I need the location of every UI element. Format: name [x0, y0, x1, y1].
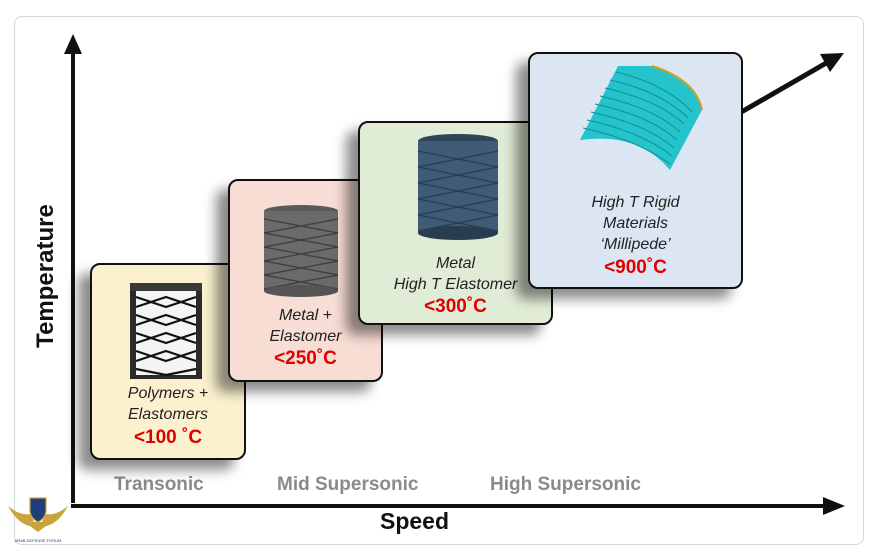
temperature-label: <900˚C — [604, 257, 667, 278]
x-axis-label: Speed — [380, 508, 450, 534]
card-caption-line: Metal — [435, 255, 476, 272]
temperature-label: <250˚C — [274, 348, 337, 369]
y-axis-label: Temperature — [32, 204, 59, 348]
trend-arrowhead — [820, 53, 844, 72]
polymer-seal-image — [130, 283, 202, 379]
metal-seal-image — [263, 205, 339, 297]
card-caption-line: Metal + — [279, 307, 332, 324]
x-axis-arrowhead — [823, 497, 845, 515]
eagle-shield-icon: ARAB DEFENSE FORUM — [8, 497, 68, 543]
card-caption-line: Elastomer — [269, 328, 342, 345]
card-caption-line: Materials — [603, 215, 668, 232]
material-card-polymers: Polymers + Elastomers <100 ˚C — [90, 263, 246, 460]
temperature-label: <100 ˚C — [133, 427, 203, 448]
material-card-metal-high-t-elastomer: Metal High T Elastomer <300˚C — [358, 121, 553, 325]
millipede-seal-image — [580, 65, 703, 170]
material-card-high-t-rigid: High T Rigid Materials ‘Millipede’ <900˚… — [528, 52, 743, 289]
logo-text: ARAB DEFENSE FORUM — [15, 538, 62, 543]
regime-label-transonic: Transonic — [114, 474, 204, 495]
material-card-metal-elastomer: Metal + Elastomer <250˚C — [228, 179, 383, 382]
regime-label-high-supersonic: High Supersonic — [490, 474, 641, 495]
card-caption-line: Elastomers — [127, 406, 209, 423]
regime-label-mid-supersonic: Mid Supersonic — [277, 474, 419, 495]
card-caption-line: ‘Millipede’ — [600, 236, 671, 253]
card-caption-line: High T Elastomer — [393, 276, 518, 293]
card-caption-line: Polymers + — [127, 385, 209, 402]
temperature-label: <300˚C — [424, 296, 487, 317]
y-axis-arrowhead — [64, 34, 82, 54]
metal-high-t-seal-image — [417, 134, 499, 240]
card-caption-line: High T Rigid — [591, 194, 680, 211]
